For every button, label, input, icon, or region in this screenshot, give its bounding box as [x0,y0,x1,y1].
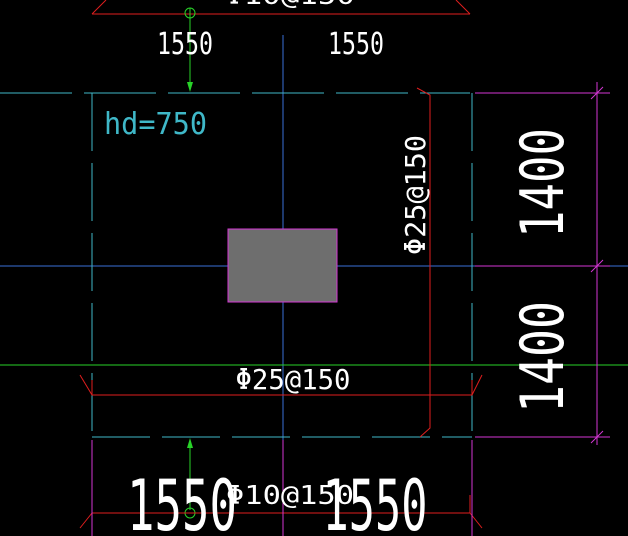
vertical-rebar-label: Φ25@150 [399,135,432,255]
top-leader-node [184,7,196,19]
horizontal-rebar-hook-left [79,374,93,396]
horizontal-rebar-hook-right [471,374,483,396]
top-dim-right-label: 1550 [328,27,384,62]
top-pile-cap-outline [91,0,107,15]
top-dim-left-label: 1550 [157,27,213,62]
bottom-rebar-label: Φ10@150 [226,481,354,511]
horizontal-rebar-label: Φ25@150 [236,363,351,396]
depth-label: hd=750 [104,107,207,142]
horizontal-rebar-line [91,380,473,396]
top-leader-arrow [187,82,193,92]
bottom-dim-right-label: 1550 [323,465,428,536]
top-pile-cap-outline-right [455,0,471,15]
column-section [227,228,338,303]
right-dim-lower-label: 1400 [508,301,578,413]
bottom-cap-left-edge [79,512,93,529]
bottom-dim-left-label: 1550 [127,465,237,536]
right-dim-upper-label: 1400 [508,128,578,238]
top-rebar-label: Φ10@150 [225,0,355,11]
right-dimension [475,82,610,445]
bottom-dimension [91,440,473,536]
bottom-leader-arrow [187,438,193,448]
cap-outline-dashed [0,92,473,438]
vertical-rebar-line [416,87,431,438]
